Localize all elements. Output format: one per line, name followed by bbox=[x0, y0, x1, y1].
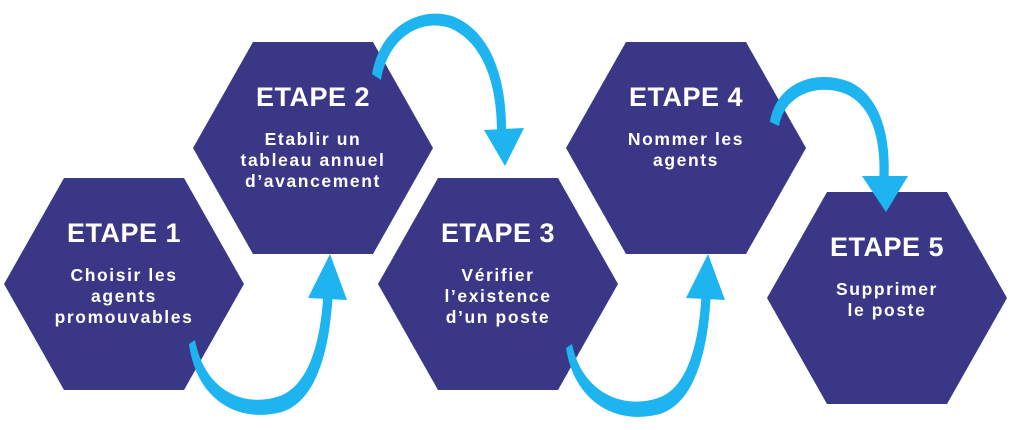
step-3-description: Vérifier l’existence d’un poste bbox=[444, 265, 552, 327]
hexagon-shape bbox=[378, 178, 618, 390]
step-2-description: Etablir un tableau annuel d’avancement bbox=[240, 129, 386, 191]
step-3-hexagon: ETAPE 3 Vérifier l’existence d’un poste bbox=[378, 178, 618, 390]
hexagon-shape bbox=[4, 178, 244, 390]
hexagon-shape bbox=[566, 42, 806, 254]
step-5-hexagon: ETAPE 5 Supprimer le poste bbox=[767, 192, 1007, 404]
step-2-title: ETAPE 2 bbox=[255, 82, 371, 112]
step-2-hexagon: ETAPE 2 Etablir un tableau annuel d’avan… bbox=[193, 42, 433, 254]
step-5-title: ETAPE 5 bbox=[829, 232, 945, 262]
step-1-title: ETAPE 1 bbox=[66, 218, 182, 248]
hexagon-shape bbox=[193, 42, 433, 254]
step-4-title: ETAPE 4 bbox=[628, 82, 744, 112]
step-3-title: ETAPE 3 bbox=[440, 218, 556, 248]
curved-arrow-up-icon bbox=[189, 254, 347, 415]
curved-arrow-down-icon bbox=[372, 13, 524, 166]
step-4-hexagon: ETAPE 4 Nommer les agents bbox=[566, 42, 806, 254]
hexagon-shape bbox=[767, 192, 1007, 404]
curved-arrow-up-icon bbox=[566, 254, 725, 417]
step-1-description: Choisir les agents promouvables bbox=[54, 265, 194, 327]
curved-arrow-down-icon bbox=[770, 76, 908, 212]
step-4-description: Nommer les agents bbox=[627, 129, 745, 170]
step-1-hexagon: ETAPE 1 Choisir les agents promouvables bbox=[4, 178, 244, 390]
step-5-description: Supprimer le poste bbox=[836, 279, 938, 320]
